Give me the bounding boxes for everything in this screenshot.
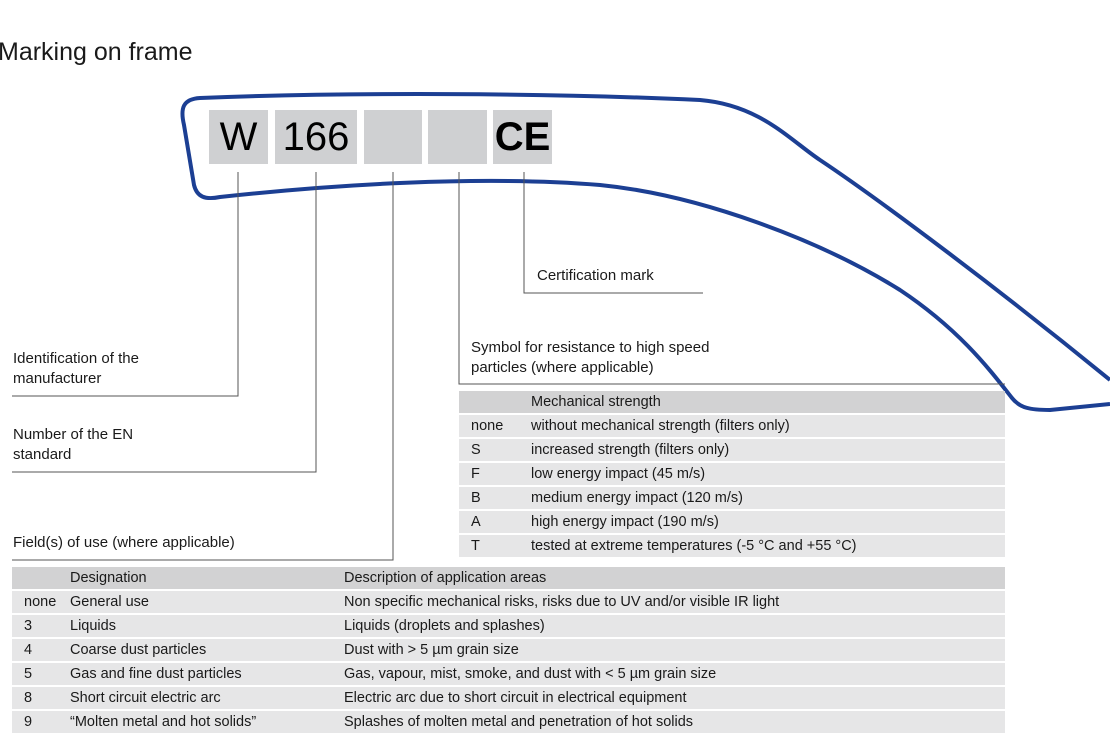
designation: General use bbox=[58, 590, 332, 615]
designation: Short circuit electric arc bbox=[58, 686, 332, 711]
header-cell bbox=[12, 567, 58, 591]
code: 8 bbox=[12, 686, 58, 711]
code: none bbox=[12, 590, 58, 615]
header-cell: Mechanical strength bbox=[519, 391, 1005, 415]
code: none bbox=[459, 414, 519, 439]
code: A bbox=[459, 510, 519, 535]
designation: Liquids bbox=[58, 614, 332, 639]
description: high energy impact (190 m/s) bbox=[519, 510, 1005, 535]
description: Gas, vapour, mist, smoke, and dust with … bbox=[332, 662, 1005, 687]
description: without mechanical strength (filters onl… bbox=[519, 414, 1005, 439]
header-cell: Description of application areas bbox=[332, 567, 1005, 591]
code: 9 bbox=[12, 710, 58, 735]
label-standard: Number of the EN standard bbox=[13, 426, 134, 463]
page-title: Marking on frame bbox=[0, 38, 193, 66]
table-header: Mechanical strength bbox=[459, 391, 1005, 415]
designation: Gas and fine dust particles bbox=[58, 662, 332, 687]
mark-impact-symbol bbox=[428, 110, 487, 164]
designation: “Molten metal and hot solids” bbox=[58, 710, 332, 735]
designation: Coarse dust particles bbox=[58, 638, 332, 663]
code: 5 bbox=[12, 662, 58, 687]
label-cert: Certification mark bbox=[537, 267, 654, 284]
table-row: 9“Molten metal and hot solids”Splashes o… bbox=[12, 710, 1005, 735]
description: increased strength (filters only) bbox=[519, 438, 1005, 463]
code: F bbox=[459, 462, 519, 487]
code: B bbox=[459, 486, 519, 511]
label-field: Field(s) of use (where applicable) bbox=[13, 534, 235, 551]
code: 3 bbox=[12, 614, 58, 639]
label-manufacturer: Identification of the manufacturer bbox=[13, 350, 139, 387]
header-cell: Designation bbox=[58, 567, 332, 591]
ce-mark: CE bbox=[493, 110, 552, 164]
mark-standard: 166 bbox=[275, 110, 357, 164]
mark-field-of-use bbox=[364, 110, 422, 164]
description: low energy impact (45 m/s) bbox=[519, 462, 1005, 487]
code: T bbox=[459, 534, 519, 559]
description: Non specific mechanical risks, risks due… bbox=[332, 590, 1005, 615]
code: 4 bbox=[12, 638, 58, 663]
description: Liquids (droplets and splashes) bbox=[332, 614, 1005, 639]
description: tested at extreme temperatures (-5 °C an… bbox=[519, 534, 1005, 559]
description: medium energy impact (120 m/s) bbox=[519, 486, 1005, 511]
mark-manufacturer: W bbox=[209, 110, 268, 164]
header-cell bbox=[459, 391, 519, 415]
description: Dust with > 5 µm grain size bbox=[332, 638, 1005, 663]
description: Electric arc due to short circuit in ele… bbox=[332, 686, 1005, 711]
description: Splashes of molten metal and penetration… bbox=[332, 710, 1005, 735]
label-symbol: Symbol for resistance to high speed part… bbox=[471, 339, 710, 376]
code: S bbox=[459, 438, 519, 463]
